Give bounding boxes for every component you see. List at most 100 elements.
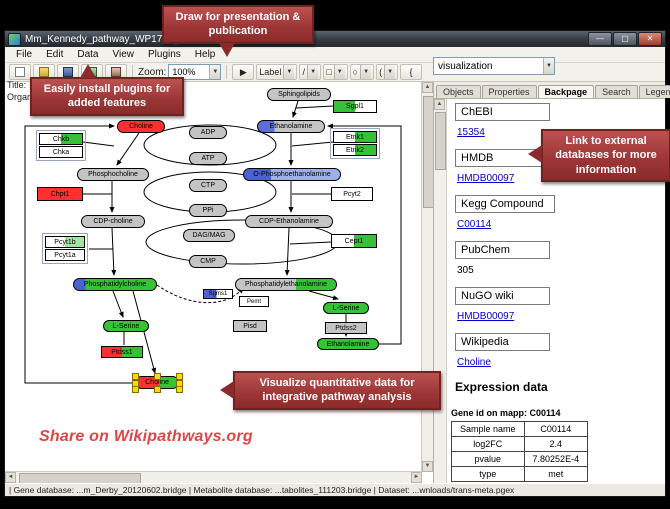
node-ptdss2[interactable]: Ptdss2 <box>325 322 367 334</box>
menu-item-file[interactable]: File <box>16 49 33 60</box>
selection-handle[interactable] <box>176 386 183 393</box>
scrollbar-thumb[interactable] <box>435 112 446 170</box>
label-tool-icon: Label <box>259 67 282 77</box>
minimize-button[interactable]: — <box>588 32 612 46</box>
oval-tool-button[interactable]: ○▼ <box>349 64 375 80</box>
tab-objects[interactable]: Objects <box>436 85 481 98</box>
rectangle-tool-button[interactable]: □▼ <box>323 64 348 80</box>
node-pcyt1a[interactable]: Pcyt1a <box>45 249 85 261</box>
backpage-scrollbar[interactable]: ▲ <box>434 99 447 483</box>
zoom-combobox[interactable]: 100% ▼ <box>168 64 222 80</box>
new-file-icon <box>15 67 25 77</box>
node-l-serine-left[interactable]: L-Serine <box>103 320 149 332</box>
callout-plugins: Easily install plugins for added feature… <box>30 64 184 116</box>
node-ptdss1[interactable]: Ptdss1 <box>101 346 143 358</box>
scrollbar-thumb[interactable] <box>19 473 141 483</box>
node-chpt1[interactable]: Chpt1 <box>37 187 83 201</box>
menu-item-plugins[interactable]: Plugins <box>147 49 181 60</box>
node-ppi[interactable]: PPi <box>189 204 227 217</box>
db-value-link[interactable]: HMDB00097 <box>457 311 515 322</box>
node-etnk1[interactable]: Etnk1 <box>333 131 377 143</box>
scrollbar-thumb[interactable] <box>423 96 433 208</box>
db-value-link[interactable]: HMDB00097 <box>457 173 515 184</box>
menu-item-edit[interactable]: Edit <box>46 49 64 60</box>
node-etnk-group <box>330 128 380 159</box>
node-choline-top[interactable]: Choline <box>117 120 165 133</box>
selection-handle[interactable] <box>154 386 161 393</box>
node-l-serine-right[interactable]: L-Serine <box>323 302 369 314</box>
selection-tool-button[interactable]: ▶ <box>232 64 255 80</box>
node-dag-mag[interactable]: DAG/MAG <box>183 229 235 242</box>
node-cdp-choline[interactable]: CDP-choline <box>81 215 145 228</box>
selection-handle[interactable] <box>154 373 161 380</box>
tab-search[interactable]: Search <box>595 85 638 98</box>
scroll-up-icon[interactable]: ▲ <box>434 99 445 110</box>
new-file-button[interactable] <box>9 64 31 80</box>
db-header: PubChem <box>455 241 550 259</box>
node-ethanolamine-bottom[interactable]: Ethanolamine <box>317 338 379 350</box>
node-cept1[interactable]: Cept1 <box>331 234 377 248</box>
share-text: Share on Wikipathways.org <box>39 428 253 445</box>
visualization-combobox[interactable]: visualization ▼ <box>433 57 555 75</box>
scroll-right-icon[interactable]: ► <box>411 472 422 483</box>
chevron-down-icon: ▼ <box>283 65 295 79</box>
brace-tool-button[interactable]: { <box>400 64 423 80</box>
db-value-link[interactable]: C00114 <box>457 219 492 230</box>
scroll-down-icon[interactable]: ▼ <box>422 461 433 472</box>
scroll-up-icon[interactable]: ▲ <box>422 82 433 93</box>
menu-item-data[interactable]: Data <box>77 49 99 60</box>
node-phosphocholine[interactable]: Phosphocholine <box>77 168 149 181</box>
node-sgms1[interactable]: Sgms1 <box>203 289 233 299</box>
menu-item-help[interactable]: Help <box>194 49 216 60</box>
toolbar-separator <box>226 65 228 79</box>
db-value-link[interactable]: Choline <box>457 357 491 368</box>
node-pcyt1b[interactable]: Pcyt1b <box>45 236 85 248</box>
node-pemt[interactable]: Pemt <box>239 296 269 307</box>
node-adp[interactable]: ADP <box>189 126 227 139</box>
node-sgpl1[interactable]: Sgpl1 <box>333 100 377 113</box>
canvas-vertical-scrollbar[interactable]: ▲ ▼ <box>421 82 433 472</box>
chevron-down-icon: ▼ <box>333 65 345 79</box>
db-header: ChEBI <box>455 103 550 121</box>
tab-backpage[interactable]: Backpage <box>537 85 595 98</box>
tab-properties[interactable]: Properties <box>481 85 537 98</box>
selection-handle[interactable] <box>132 386 139 393</box>
db-value: 305 <box>457 265 474 276</box>
close-button[interactable]: ✕ <box>638 32 662 46</box>
node-chka[interactable]: Chka <box>39 146 83 158</box>
chevron-down-icon[interactable]: ▼ <box>209 65 221 79</box>
node-ctp[interactable]: CTP <box>189 179 227 192</box>
line-tool-button[interactable]: /▼ <box>299 64 322 80</box>
panel-tabs: ObjectsPropertiesBackpageSearchLegend <box>434 82 670 99</box>
node-sphingolipids[interactable]: Sphingolipids <box>267 88 331 101</box>
line-tool-icon: / <box>302 67 306 77</box>
arc-tool-button[interactable]: (▼ <box>376 64 399 80</box>
node-pcyt2[interactable]: Pcyt2 <box>331 187 373 201</box>
node-etnk2[interactable]: Etnk2 <box>333 144 377 156</box>
node-atp[interactable]: ATP <box>189 152 227 165</box>
tab-legend[interactable]: Legend <box>638 85 670 98</box>
table-cell: log2FC <box>451 436 525 452</box>
node-phosphatidylcholine[interactable]: Phosphatidylcholine <box>73 278 157 291</box>
file-button-group <box>9 64 127 80</box>
node-phosphatidylethanolamine[interactable]: Phosphatidylethanolamine <box>235 278 337 291</box>
db-value-link[interactable]: 15354 <box>457 127 485 138</box>
label-tool-button[interactable]: Label▼ <box>256 64 298 80</box>
node-pisd[interactable]: Pisd <box>233 320 267 332</box>
menu-item-view[interactable]: View <box>112 49 134 60</box>
node-cmp[interactable]: CMP <box>189 255 227 268</box>
scroll-left-icon[interactable]: ◄ <box>5 472 16 483</box>
node-ethanolamine-top[interactable]: Ethanolamine <box>257 120 325 133</box>
chevron-down-icon[interactable]: ▼ <box>543 58 554 74</box>
title-bar[interactable]: Mm_Kennedy_pathway_WP1771_45176.gpml — ▢… <box>5 31 665 47</box>
node-chkb[interactable]: Chkb <box>39 133 83 145</box>
node-cdp-ethanolamine[interactable]: CDP-Ethanolamine <box>245 215 333 228</box>
canvas-horizontal-scrollbar[interactable]: ◄ ► <box>5 471 422 483</box>
tool-button-group: ▶Label▼/▼□▼○▼(▼{ <box>232 64 423 80</box>
node-o-phosphoethanolamine[interactable]: O-Phosphoethanolamine <box>243 168 341 181</box>
maximize-button[interactable]: ▢ <box>613 32 637 46</box>
